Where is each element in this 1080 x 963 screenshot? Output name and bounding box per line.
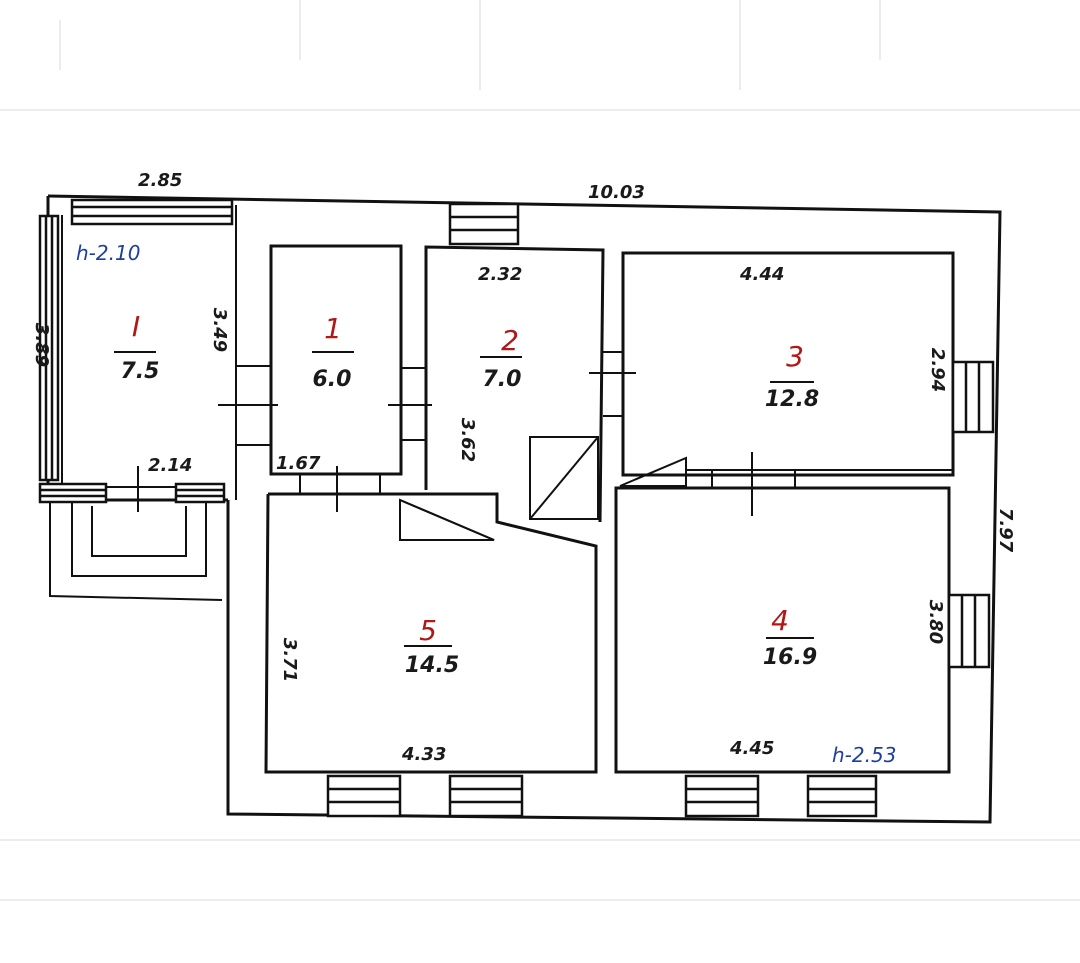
windows [38,198,995,818]
outer-walls [46,194,1002,824]
stair-box [529,436,599,520]
dim-overall-depth: 7.97 [995,508,1016,553]
room-area-5: 14.5 [405,653,459,678]
dim-room2-width: 2.32 [478,264,522,285]
room-number-porch: I [132,310,140,343]
height-porch: h-2.10 [76,241,140,265]
room-5-outline [264,492,598,774]
dimension-labels: 2.85 10.03 3.89 3.49 2.14 2.32 4.44 2.94… [31,170,1016,765]
room-number-1: 1 [324,312,342,345]
room-area-3: 12.8 [765,387,819,412]
area-bars [114,351,814,647]
room-number-5: 5 [419,614,437,647]
dim-porch-inner-width: 2.14 [148,455,192,476]
window-south-3 [684,774,760,818]
window-porch-bottom-right [174,482,226,504]
height-labels: h-2.10 h-2.53 [76,241,896,767]
dim-room5-depth: 3.71 [279,638,300,682]
room-walls [264,244,955,774]
dim-room3-depth: 2.94 [927,348,948,392]
window-east-room-4 [947,593,991,669]
window-porch-left [38,214,60,482]
dim-room1-width: 1.67 [276,453,321,474]
stair-step-right [619,456,687,487]
window-porch-top [70,198,234,226]
window-east-room-3 [951,360,995,434]
dim-room5-width: 4.33 [401,744,446,765]
room-area-2: 7.0 [483,367,522,392]
door-markers [218,351,753,516]
window-south-4 [806,774,878,818]
room-areas: 7.5 6.0 7.0 12.8 16.9 14.5 [121,359,820,678]
stair-elements [399,436,687,541]
room-area-porch: 7.5 [121,359,160,384]
room-1-outline [269,244,403,476]
room-numbers: I 1 2 3 4 5 [132,310,804,647]
room-number-2: 2 [501,324,519,357]
dim-room3-width: 4.44 [739,264,784,285]
dim-hall-depth: 3.62 [457,418,478,462]
room-number-3: 3 [786,340,804,373]
window-north [448,202,520,246]
dim-room4-width: 4.45 [729,738,774,759]
window-south-1 [326,774,402,818]
window-porch-bottom-left [38,482,108,504]
dim-porch-width: 2.85 [138,170,182,191]
background-traces [0,0,1080,901]
room-area-1: 6.0 [313,367,352,392]
height-house: h-2.53 [832,743,896,767]
dim-room4-depth: 3.80 [925,600,946,644]
window-south-2 [448,774,524,818]
dim-overall-width: 10.03 [588,182,645,203]
room-area-4: 16.9 [763,645,817,670]
room-number-4: 4 [771,604,789,637]
dim-porch-depth: 3.89 [31,323,52,367]
dim-porch-inner-depth: 3.49 [209,308,230,352]
